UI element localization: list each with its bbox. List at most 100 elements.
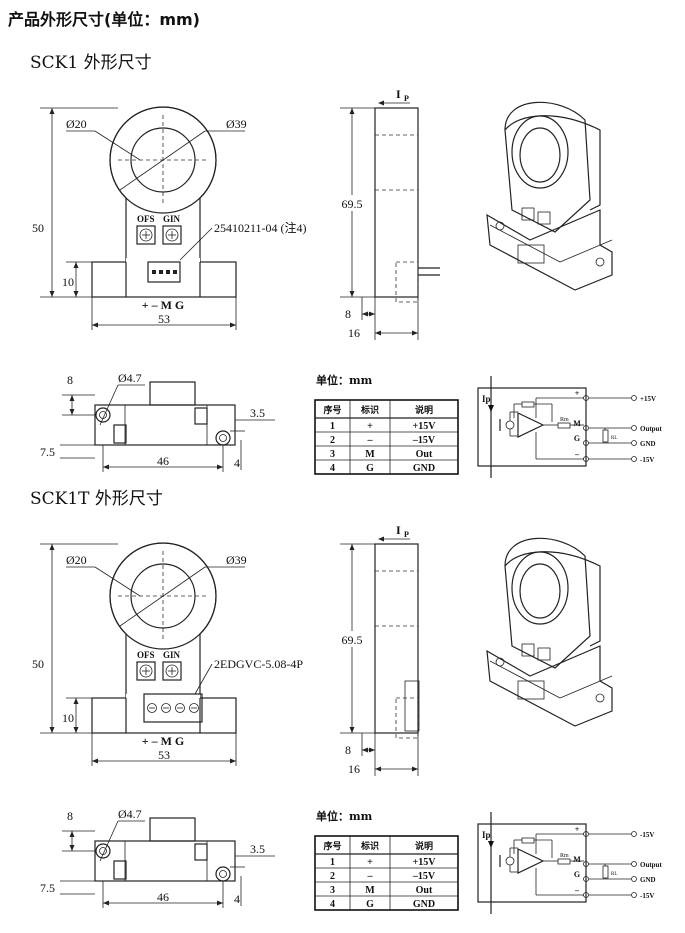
connector (147, 261, 181, 283)
bottom-view: 8 Ø4.7 3.5 7.5 46 4 (40, 371, 275, 472)
iso-edge (489, 224, 561, 263)
current-arrow-icon (378, 100, 384, 106)
rl-label: RL (611, 436, 617, 441)
current-arrow-icon (378, 536, 384, 542)
table-cell: 2 (330, 435, 335, 446)
slot (113, 860, 127, 880)
base-plate (91, 697, 237, 734)
schematic-output-label: -15V (640, 456, 654, 464)
table-header-cell: 序号 (323, 404, 341, 416)
pin-labels: + – M G (142, 298, 185, 312)
terminal-node (583, 425, 589, 431)
output-terminal (631, 892, 637, 898)
pot-screw-icon (139, 664, 153, 678)
connector-pin (166, 270, 170, 274)
width-dimension: 53 (158, 748, 170, 762)
table-cell: 1 (330, 857, 335, 868)
bottom-ring-profile (149, 381, 196, 406)
iso-connector (517, 244, 545, 264)
hall-sensor-icon (505, 856, 515, 866)
table-cell: GND (413, 463, 435, 474)
bottom-dimension-7-5: 7.5 (40, 881, 55, 895)
bottom-dimension-3-5: 3.5 (250, 842, 265, 856)
mount-hole (495, 221, 505, 231)
table-cell: 4 (330, 463, 335, 474)
feedback-resistor (521, 837, 535, 844)
schematic-output-label: GND (640, 440, 656, 448)
table-cell: + (367, 421, 373, 432)
table-cell: M (365, 449, 375, 460)
dimension-line (94, 566, 141, 597)
hall-sensor-icon (505, 420, 515, 430)
base-dimension: 10 (62, 711, 74, 725)
terminal-node (583, 456, 589, 462)
current-label: I (396, 523, 401, 537)
outer-ring (109, 106, 217, 214)
sensor-box (477, 387, 587, 467)
dimension-line (119, 130, 206, 191)
pot-screw-icon (165, 228, 179, 242)
bottom-ring-profile (149, 817, 196, 842)
arrowhead (362, 747, 375, 753)
current-label: I (396, 87, 401, 101)
inner-diameter-label: Ø20 (66, 117, 87, 131)
bottom-dimension-3-5: 3.5 (250, 406, 265, 420)
bottom-dimension-4: 4 (234, 456, 240, 470)
table-cell: 4 (330, 899, 335, 910)
schematic-output-label: -15V (640, 831, 654, 839)
schematic-output-label: -15V (640, 892, 654, 900)
side-height-dimension: 69.5 (342, 633, 363, 647)
table-header-cell: 序号 (323, 840, 341, 852)
pot-screw-icon (165, 664, 179, 678)
op-amp-icon (517, 412, 545, 438)
schematic-output-label: GND (640, 876, 656, 884)
table-cell: Out (416, 885, 433, 896)
iso-housing (504, 537, 591, 669)
page-title: 产品外形尺寸(单位：mm) (8, 10, 200, 29)
output-terminal (631, 440, 637, 446)
output-terminal (631, 425, 637, 431)
iso-ring-band (504, 551, 601, 647)
arrowhead (362, 311, 375, 317)
bottom-width-dimension: 46 (157, 454, 169, 468)
feedback-resistor (521, 401, 535, 408)
pot-label-ofs: OFS (137, 214, 155, 224)
table-header-cell: 说明 (415, 404, 433, 416)
output-terminal (631, 876, 637, 882)
current-subscript: P (404, 530, 409, 539)
mount-hole-inner (219, 870, 227, 878)
connector-pin (173, 270, 177, 274)
dimension-line (99, 820, 119, 862)
iso-pot (521, 207, 535, 221)
pin-labels: + – M G (142, 734, 185, 748)
load-resistor (602, 429, 609, 443)
table-cell: – (367, 871, 374, 882)
base-dimension: 10 (62, 275, 74, 289)
table-cell: G (366, 463, 374, 474)
isometric-view (486, 537, 613, 727)
arrowhead (69, 395, 75, 415)
width-dimension: 53 (158, 312, 170, 326)
table-header-cell: 说明 (415, 840, 433, 852)
label-bg (334, 195, 370, 211)
slot (194, 843, 208, 861)
mount-hole (595, 257, 605, 267)
iso-pot (521, 643, 535, 657)
mount-hole-left (95, 407, 111, 423)
side-dimension-16: 16 (348, 762, 360, 776)
side-body (374, 543, 419, 734)
bottom-dimension-7-5: 7.5 (40, 445, 55, 459)
output-terminal (631, 456, 637, 462)
side-dimension-8: 8 (345, 307, 351, 321)
bottom-dimension-8: 8 (67, 373, 73, 387)
terminal-screw-icon (147, 703, 157, 713)
bottom-dimension-8: 8 (67, 809, 73, 823)
hole-diameter-label: Ø4.7 (118, 371, 142, 385)
connector-label: 25410211-04 (注4) (214, 220, 307, 235)
bottom-base (94, 840, 236, 882)
mount-hole (495, 657, 505, 667)
section-title: SCK1 外形尺寸 (30, 53, 152, 73)
